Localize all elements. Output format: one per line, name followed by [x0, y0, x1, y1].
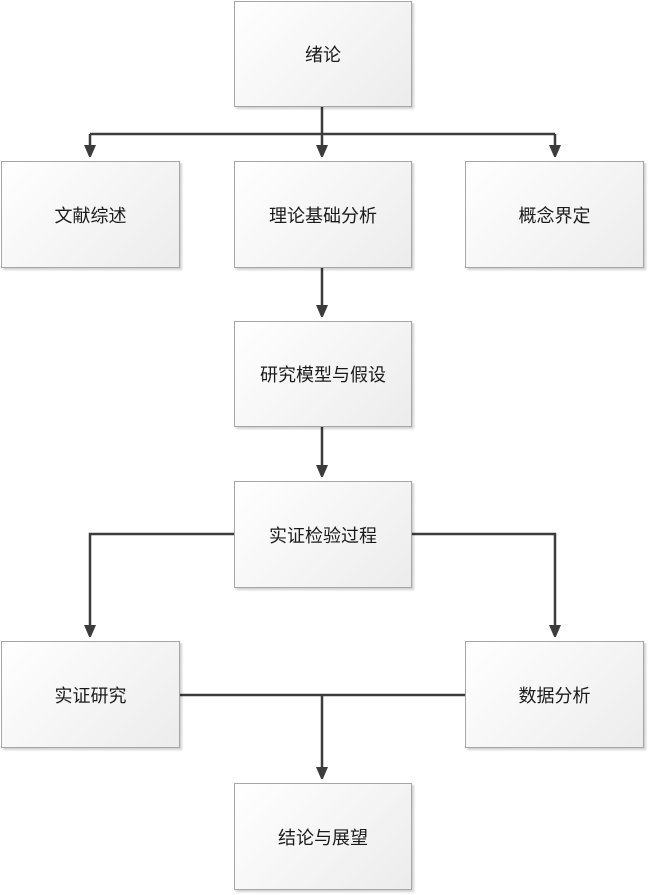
node-literature-review: 文献综述	[1, 161, 180, 268]
node-empirical-study-label: 实证研究	[54, 685, 127, 707]
node-literature-review-label: 文献综述	[54, 205, 127, 227]
node-empirical-test: 实证检验过程	[234, 481, 412, 588]
node-empirical-test-label: 实证检验过程	[269, 525, 377, 547]
node-model-hypothesis: 研究模型与假设	[234, 321, 412, 427]
node-theoretical-analysis-label: 理论基础分析	[269, 205, 377, 227]
node-data-analysis: 数据分析	[465, 641, 644, 748]
node-concept-definition: 概念界定	[465, 161, 644, 268]
node-theoretical-analysis: 理论基础分析	[234, 161, 412, 268]
node-intro: 绪论	[234, 1, 412, 107]
node-conclusion: 结论与展望	[234, 783, 412, 890]
node-data-analysis-label: 数据分析	[518, 685, 591, 707]
arrow-to-data-analysis	[412, 532, 555, 632]
node-concept-definition-label: 概念界定	[518, 205, 591, 227]
node-conclusion-label: 结论与展望	[278, 827, 368, 849]
node-model-hypothesis-label: 研究模型与假设	[260, 365, 386, 386]
arrow-to-empirical-study	[90, 532, 234, 632]
node-intro-label: 绪论	[305, 45, 341, 66]
node-empirical-study: 实证研究	[1, 641, 180, 748]
